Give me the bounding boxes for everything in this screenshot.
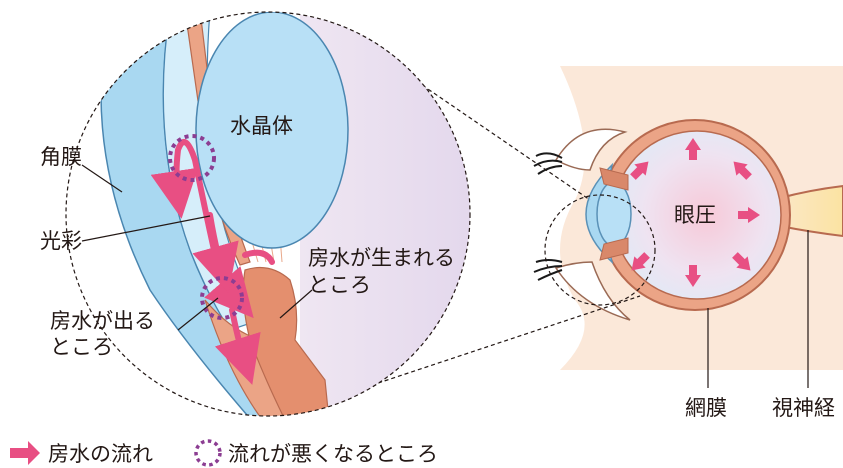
legend-blockage-label: 流れが悪くなるところ: [228, 442, 438, 466]
legend-flow-label: 房水の流れ: [48, 442, 153, 466]
label-lens: 水晶体: [230, 114, 293, 138]
label-retina: 網膜: [685, 396, 727, 420]
legend-flow-icon: [10, 441, 40, 465]
label-exit-1: 房水が出る: [50, 309, 155, 333]
legend-blockage-icon: [196, 441, 220, 465]
legend: 房水の流れ 流れが悪くなるところ: [10, 441, 438, 466]
label-produced-2: ところ: [308, 273, 371, 297]
eye-lens: [597, 182, 631, 246]
label-exit-2: ところ: [50, 335, 113, 359]
label-pressure: 眼圧: [674, 203, 716, 227]
label-optic-nerve: 視神経: [772, 396, 835, 420]
eyelashes: [534, 153, 562, 280]
label-produced-1: 房水が生まれる: [308, 246, 455, 270]
label-iris: 光彩: [40, 229, 82, 253]
magnified-view: [60, 10, 480, 430]
label-cornea: 角膜: [40, 145, 82, 169]
eye-cross-section: [534, 66, 843, 388]
